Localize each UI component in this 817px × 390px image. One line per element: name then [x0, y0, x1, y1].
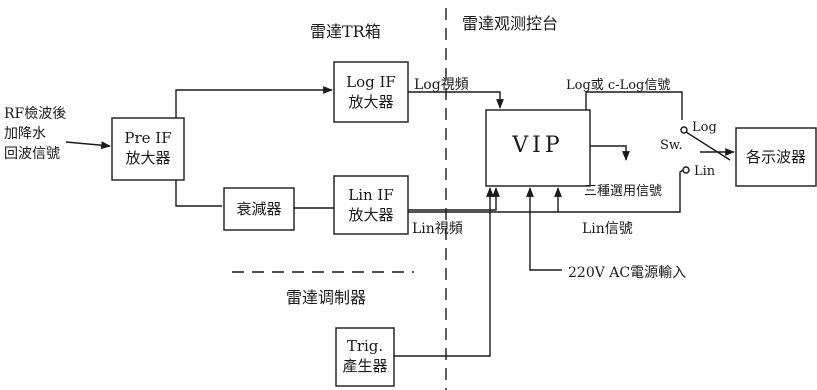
trigger-line [394, 187, 494, 357]
input-signal-label: RF檢波後 加降水 回波信號 [4, 104, 66, 164]
log-if-line-2: 放大器 [348, 93, 394, 111]
vip-line-1: VIP [512, 133, 564, 158]
lin-if-line-1: Lin IF [348, 186, 394, 204]
vip-box [485, 109, 591, 187]
three-select-arrow [590, 145, 630, 161]
lin-signal-line [408, 196, 681, 213]
log-clog-signal-label: Log或 c-Log信號 [566, 78, 671, 93]
modulator-heading: 雷達调制器 [286, 288, 367, 307]
attenuator-line-1: 衰減器 [236, 200, 282, 218]
three-select-signal-label: 三種選用信號 [584, 184, 663, 199]
pre-if-amplifier: Pre IF 放大器 [112, 128, 184, 168]
switch-arm [685, 131, 731, 161]
log-if-amplifier: Log IF 放大器 [334, 72, 408, 112]
input-arrow [65, 141, 111, 150]
switch-log-label: Log [692, 120, 717, 135]
display-line-1: 各示波器 [745, 148, 806, 166]
power-input-line [526, 187, 562, 271]
switch-lin-label: Lin [694, 164, 716, 179]
display-oscilloscopes: 各示波器 [736, 147, 816, 167]
pre-to-attenuator-line [175, 180, 222, 207]
lin-if-amplifier-box [333, 175, 409, 235]
log-if-line-1: Log IF [346, 73, 396, 91]
pre-if-line-1: Pre IF [124, 129, 172, 147]
lin-video-line [408, 187, 500, 211]
lin-if-amplifier: Lin IF 放大器 [334, 185, 408, 225]
input-line-3: 回波信號 [4, 146, 60, 162]
tr-box-heading: 雷達TR箱 [310, 22, 381, 41]
console-heading: 雷達观测控台 [462, 14, 559, 33]
trigger-generator: Trig. 產生器 [336, 336, 394, 376]
pre-if-line-2: 放大器 [125, 149, 171, 167]
switch-lin-contact [682, 166, 690, 174]
attenuator-box [223, 187, 295, 231]
vip-processor: VIP [486, 133, 590, 158]
input-line-1: RF檢波後 [4, 106, 67, 122]
log-video-label: Log視頻 [414, 77, 469, 93]
input-line-2: 加降水 [4, 126, 46, 142]
switch-log-contact [680, 126, 688, 134]
attenuator: 衰減器 [224, 199, 294, 219]
log-clog-line [585, 91, 683, 120]
trigger-line-1: Trig. [346, 337, 384, 355]
display-box [735, 127, 817, 187]
lin-if-line-2: 放大器 [348, 206, 394, 224]
pre-if-amplifier-box [111, 117, 185, 181]
log-video-line [408, 91, 504, 109]
lin-video-label: Lin視頻 [412, 221, 463, 237]
pre-to-log-line [175, 86, 333, 118]
trigger-line-2: 產生器 [342, 357, 388, 375]
lin-signal-label: Lin信號 [582, 221, 633, 237]
trigger-generator-box [335, 327, 395, 387]
switch-label: Sw. [660, 138, 683, 153]
power-input-label: 220V AC電源輸入 [568, 265, 687, 281]
